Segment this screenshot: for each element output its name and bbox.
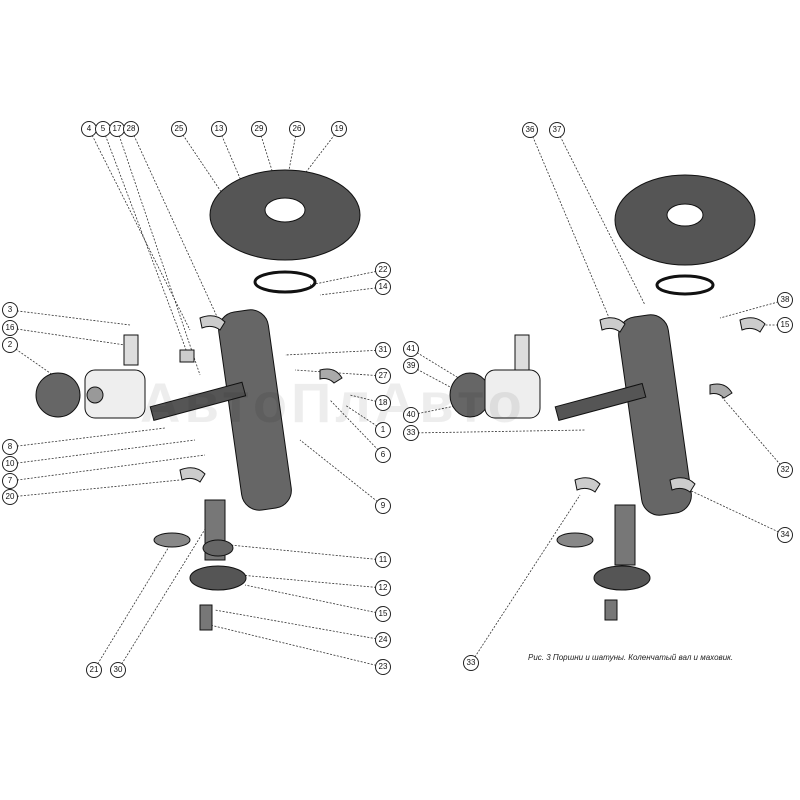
callout-26: 26 [289,121,305,137]
leader-line [299,439,384,507]
callout-15: 15 [375,606,391,622]
callout-25: 25 [171,121,187,137]
leader-line [556,129,646,306]
leader-line [9,309,131,326]
leader-line [9,479,181,498]
callout-13: 13 [211,121,227,137]
connecting-rod-right [554,382,647,421]
callout-29: 29 [251,121,267,137]
callout-31: 31 [375,342,391,358]
leader-line [284,349,384,356]
figure-caption: Рис. 3 Поршни и шатуны. Коленчатый вал и… [528,653,734,662]
leader-line [218,128,246,191]
callout-28: 28 [123,121,139,137]
connecting-rod-left [149,381,247,421]
callout-20: 20 [2,489,18,505]
watermark: АвтоПлАвто [140,371,526,434]
leader-line [684,487,786,536]
callout-12: 12 [375,580,391,596]
callout-9: 9 [375,498,391,514]
right-assembly [449,174,766,621]
leader-line [294,369,384,377]
callout-8: 8 [2,439,18,455]
leader-line [470,494,581,664]
piston-pin-left [123,334,139,366]
leader-line [410,404,461,416]
callout-27: 27 [375,368,391,384]
leader-line [349,394,384,404]
callout-33: 33 [403,425,419,441]
callout-15: 15 [777,317,793,333]
callout-41: 41 [403,341,419,357]
callout-11: 11 [375,552,391,568]
piston-left [35,369,146,419]
leader-line [9,427,166,448]
callout-36: 36 [522,122,538,138]
washer-left [153,532,191,548]
callout-16: 16 [2,320,18,336]
callout-1: 1 [375,422,391,438]
callout-40: 40 [403,407,419,423]
callout-23: 23 [375,659,391,675]
leader-line [102,128,189,356]
leader-line [130,128,231,346]
callout-38: 38 [777,292,793,308]
leader-line [258,128,276,181]
leader-line [329,399,384,456]
leader-line [93,544,171,671]
leader-line [410,429,586,434]
leader-line [319,286,384,296]
leader-line [209,624,384,668]
gasket-left [253,270,317,294]
leader-line [116,128,201,376]
callout-14: 14 [375,279,391,295]
leader-line [117,504,221,671]
leader-line [229,544,384,561]
leader-line [9,327,126,346]
leader-line [239,574,384,589]
leader-line [244,584,384,615]
callout-2: 2 [2,337,18,353]
piston-right [449,369,541,419]
callout-32: 32 [777,462,793,478]
callout-21: 21 [86,662,102,678]
callout-30: 30 [110,662,126,678]
callout-7: 7 [2,473,18,489]
callout-39: 39 [403,358,419,374]
callout-33: 33 [463,655,479,671]
pulley-left [189,565,247,591]
callout-3: 3 [2,302,18,318]
callout-22: 22 [375,262,391,278]
callout-6: 6 [375,447,391,463]
leader-line [9,439,196,465]
crankshaft-left [218,309,292,511]
callout-24: 24 [375,632,391,648]
leader-line [719,394,786,471]
leader-line [529,129,611,321]
left-assembly [35,169,361,631]
callout-34: 34 [777,527,793,543]
callout-18: 18 [375,395,391,411]
leader-line [214,609,384,641]
leader-line [309,269,384,286]
callout-19: 19 [331,121,347,137]
crankshaft-right [618,314,692,516]
leader-line [9,454,206,482]
leader-line [719,299,786,319]
callout-37: 37 [549,122,565,138]
callout-10: 10 [2,456,18,472]
